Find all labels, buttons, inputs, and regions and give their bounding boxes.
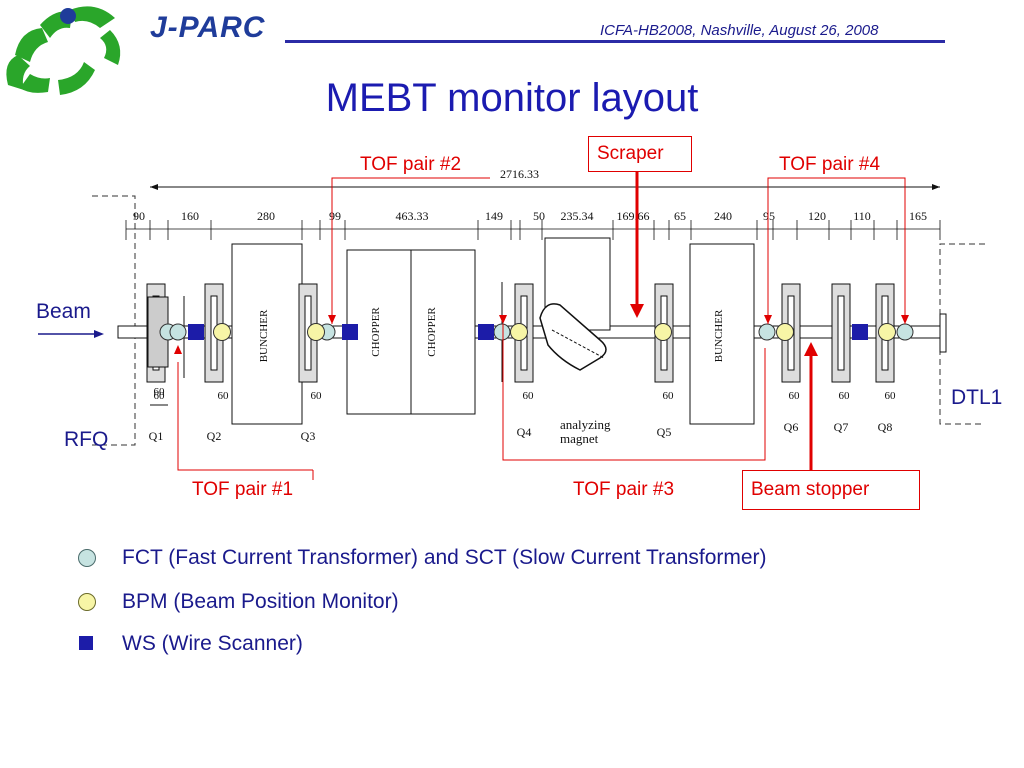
tof-arrowhead: [901, 315, 909, 324]
quad-width-label: 60: [789, 390, 801, 402]
tof-pair-3-bracket: [502, 324, 766, 461]
fct-icon: [169, 323, 187, 341]
tof-arrowhead: [764, 315, 772, 324]
quadrupole-label: Q8: [878, 420, 893, 434]
bpm-icon: [307, 323, 325, 341]
arrowhead: [932, 184, 940, 190]
scraper-arrowhead: [630, 304, 644, 318]
dimension-value: 160: [181, 209, 199, 223]
tof-pair-3-label: TOF pair #3: [573, 479, 675, 500]
ws-icon: [342, 324, 358, 340]
dimension-value: 99: [329, 209, 341, 223]
dimension-value: 110: [853, 209, 871, 223]
quad-width-label: 60: [839, 390, 851, 402]
quadrupole-label: Q7: [834, 420, 849, 434]
buncher-label: BUNCHER: [258, 309, 270, 362]
legend-text: WS (Wire Scanner): [122, 632, 303, 655]
beam-arrowhead: [94, 330, 104, 338]
rfq-outline: [92, 195, 136, 446]
quad-width-label: 60: [885, 390, 897, 402]
buncher-box: [231, 243, 303, 425]
jparc-logo-icon: [6, 6, 121, 95]
bpm-icon: [776, 323, 794, 341]
dimension-value: 169.66: [617, 209, 650, 223]
dtl1-label: DTL1: [951, 386, 1003, 409]
dimension-value: 65: [674, 209, 686, 223]
quadrupole-label: Q4: [517, 425, 532, 439]
beam-label: Beam: [36, 300, 91, 323]
q1-width-label: 60: [154, 386, 166, 398]
dimension-value: 280: [257, 209, 275, 223]
bpm-icon: [510, 323, 528, 341]
tof-pair-2-bracket: [331, 177, 490, 324]
dimension-value: 95: [763, 209, 775, 223]
quad-width-label: 60: [523, 390, 535, 402]
bpm-icon: [878, 323, 896, 341]
fct-icon: [896, 323, 914, 341]
header-divider: [285, 40, 945, 43]
quadrupole-core: [837, 295, 845, 371]
ws-icon: [79, 636, 93, 650]
arrowhead: [150, 184, 158, 190]
quad-width-label: 60: [218, 390, 230, 402]
tof-arrowhead: [174, 345, 182, 354]
fct-icon: [78, 549, 96, 567]
ws-icon: [188, 324, 204, 340]
quad-width-label: 60: [154, 390, 166, 402]
quad-width-label: 60: [663, 390, 675, 402]
dimension-value: 235.34: [561, 209, 594, 223]
bpm-icon: [78, 593, 96, 611]
total-length-label: 2716.33: [500, 167, 539, 181]
mebt-layout-diagram: 90 160 280 99 463.33 149 50 235.34 169.66 65 240 95…: [38, 170, 985, 480]
quad-width-label: 60: [311, 390, 323, 402]
buncher-label: BUNCHER: [713, 309, 725, 362]
dimension-value: 463.33: [396, 209, 429, 223]
bpm-icon: [654, 323, 672, 341]
rfq-label: RFQ: [64, 428, 109, 451]
tof-pair-1-bracket: [177, 362, 313, 471]
legend-text: BPM (Beam Position Monitor): [122, 590, 399, 613]
chopper-label: CHOPPER: [426, 307, 438, 357]
ws-icon: [478, 324, 494, 340]
tof-pair-4-bracket: [767, 177, 906, 324]
scraper-label: Scraper: [588, 136, 692, 172]
magnet-chamber: [539, 303, 607, 371]
page-title: MEBT monitor layout: [325, 76, 699, 120]
dimension-value: 240: [714, 209, 732, 223]
fct-icon: [758, 323, 776, 341]
quadrupole-label: Q3: [301, 429, 316, 443]
tof-arrowhead: [328, 315, 336, 324]
analyzing-magnet-label: analyzing magnet: [560, 417, 611, 446]
quadrupole-label: Q1: [149, 429, 164, 443]
conference-label: ICFA-HB2008, Nashville, August 26, 2008: [600, 22, 879, 39]
tof-pair-1-label: TOF pair #1: [192, 479, 294, 500]
dimension-value: 50: [533, 209, 545, 223]
bpm-icon: [213, 323, 231, 341]
tof-arrowhead: [499, 315, 507, 324]
beam-stopper-arrowhead: [804, 342, 818, 356]
tof-pair-2-label: TOF pair #2: [360, 154, 462, 175]
quadrupole-label: Q2: [207, 429, 222, 443]
logo-text: J-PARC: [150, 11, 266, 44]
tof-pair-4-label: TOF pair #4: [779, 154, 881, 175]
dimension-value: 165: [909, 209, 927, 223]
ws-icon: [852, 324, 868, 340]
legend-text: FCT (Fast Current Transformer) and SCT (…: [122, 546, 767, 569]
dimension-value: 120: [808, 209, 826, 223]
buncher-box: [689, 243, 755, 425]
dimension-value: 149: [485, 209, 503, 223]
dimension-value: 90: [133, 209, 145, 223]
fct-icon: [493, 323, 511, 341]
quadrupole-label: Q5: [657, 425, 672, 439]
dtl-flange: [939, 313, 947, 353]
beam-stopper-label: Beam stopper: [742, 470, 920, 510]
quadrupole-label: Q6: [784, 420, 799, 434]
chopper-label: CHOPPER: [370, 307, 382, 357]
